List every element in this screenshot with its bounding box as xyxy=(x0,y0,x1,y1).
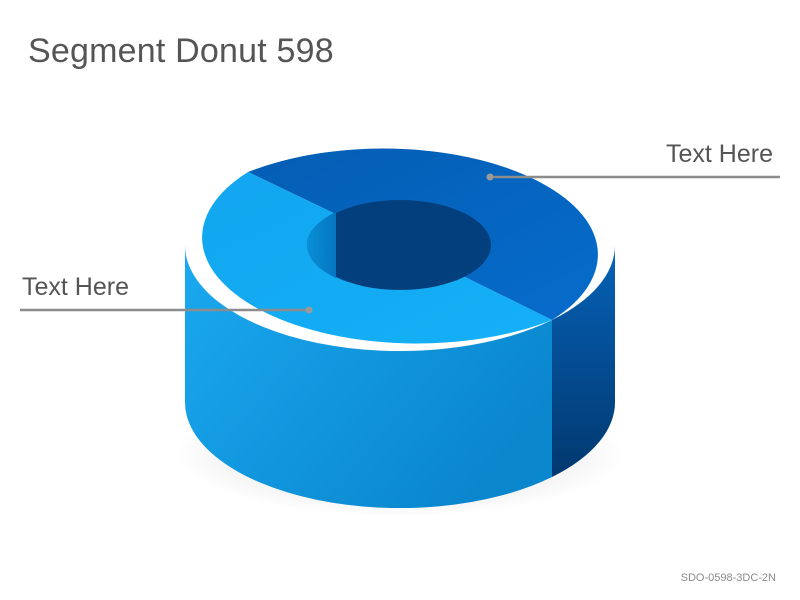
slide-title: Segment Donut 598 xyxy=(28,32,334,70)
segment-2-side-wall xyxy=(184,245,552,509)
segment-2-inner-wall xyxy=(306,212,336,278)
donut-hole xyxy=(309,200,491,290)
segment-1-label: Text Here xyxy=(666,140,773,168)
segment-1-side-wall xyxy=(552,245,616,477)
segment-2-label: Text Here xyxy=(22,273,129,301)
footer-code: SDO-0598-3DC-2N xyxy=(680,572,776,584)
callout-dot-left xyxy=(305,306,313,314)
callout-dot-right xyxy=(486,173,494,181)
